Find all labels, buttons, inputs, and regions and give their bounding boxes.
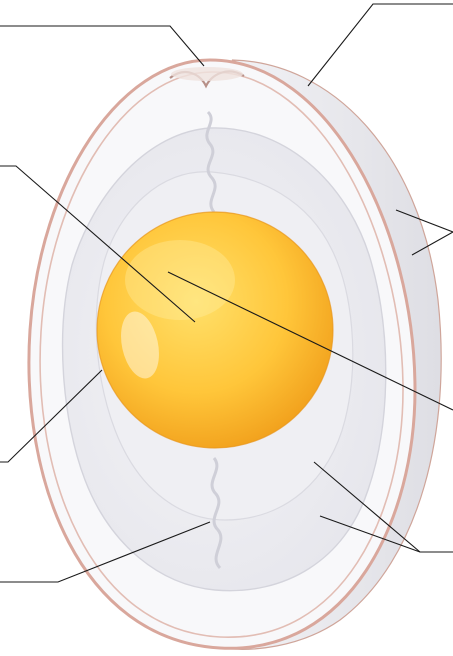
leader-shell <box>308 4 453 86</box>
yolk-glow <box>125 240 235 320</box>
leader-air-cell <box>0 26 204 66</box>
air-cell-space <box>171 67 243 81</box>
